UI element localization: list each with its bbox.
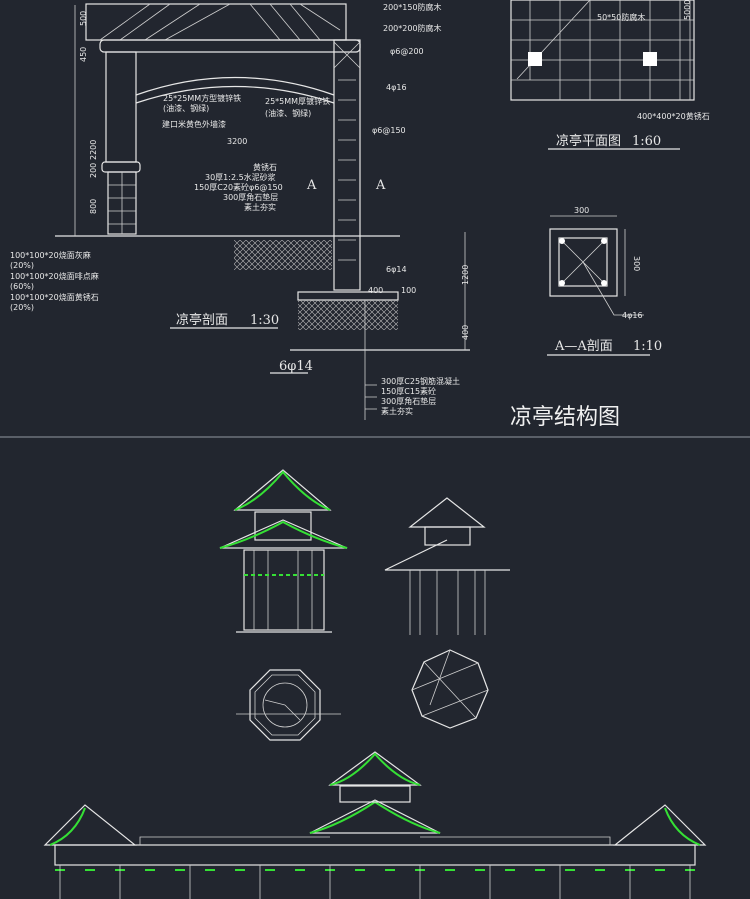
dim-footing-400: 400 bbox=[368, 286, 383, 295]
dim-aa-width: 300 bbox=[574, 206, 589, 215]
octagon-plan-right bbox=[411, 649, 489, 729]
label-floor-1: 黄锈石 bbox=[253, 162, 277, 172]
label-square-iron-note: (油漆、钢绿) bbox=[163, 103, 209, 113]
corridor-elevation bbox=[43, 751, 707, 899]
section-title: 凉亭剖面 bbox=[176, 312, 228, 328]
sheet-title: 凉亭结构图 bbox=[510, 405, 620, 430]
label-found-2: 150厚C15素砼 bbox=[381, 386, 436, 396]
label-floor-3: 150厚C20素砼φ6@150 bbox=[194, 182, 283, 192]
label-paving-1-pct: (20%) bbox=[10, 261, 34, 270]
label-paving-3: 100*100*20烧面黄锈石 bbox=[10, 292, 99, 302]
height-dimensions: 500 450 2200 200 800 1200 400 bbox=[79, 11, 470, 340]
label-footing-rebar-top: 6φ14 bbox=[386, 265, 407, 274]
label-rebar-4-16: 4φ16 bbox=[386, 83, 407, 92]
label-paving-2-pct: (60%) bbox=[10, 282, 34, 291]
label-square-iron: 25*25MM方型镀锌铁 bbox=[163, 93, 241, 103]
label-timber-50x50: 50*50防腐木 bbox=[597, 12, 645, 22]
aa-title: A—A剖面 bbox=[554, 339, 613, 354]
label-paving-2: 100*100*20烧面啡点麻 bbox=[10, 271, 99, 281]
section-scale: 1:30 bbox=[250, 313, 279, 328]
pavilion-elevation-outline bbox=[384, 497, 510, 635]
dim-2200: 2200 bbox=[89, 140, 98, 160]
aa-scale: 1:10 bbox=[633, 339, 662, 354]
label-timber-200x150: 200*150防腐木 bbox=[383, 2, 442, 12]
cut-mark-left: A bbox=[306, 178, 317, 193]
plan-scale: 1:60 bbox=[632, 134, 661, 149]
label-floor-2: 30厚1:2.5水泥砂浆 bbox=[205, 172, 276, 182]
dim-800: 800 bbox=[89, 199, 98, 214]
label-paving-1: 100*100*20烧面灰麻 bbox=[10, 250, 91, 260]
label-flat-iron-note: (油漆、钢绿) bbox=[265, 108, 311, 118]
pavilion-elevation-colored bbox=[219, 469, 348, 633]
label-found-1: 300厚C25钢筋混凝土 bbox=[381, 376, 460, 386]
dim-450: 450 bbox=[79, 47, 88, 62]
label-timber-200x200: 200*200防腐木 bbox=[383, 23, 442, 33]
dim-500: 500 bbox=[79, 11, 88, 26]
cut-mark-right: A bbox=[375, 178, 386, 193]
label-stone-400: 400*400*20黄锈石 bbox=[637, 111, 710, 121]
label-rebar-6-200: φ6@200 bbox=[390, 47, 424, 56]
dim-200: 200 bbox=[89, 163, 98, 178]
plan-view-drawing bbox=[510, 0, 695, 101]
dim-5000: 5000 bbox=[683, 0, 692, 20]
label-rebar-6-150: φ6@150 bbox=[372, 126, 406, 135]
label-found-3: 300厚角石垫层 bbox=[381, 396, 436, 406]
label-aa-rebar: 4φ16 bbox=[622, 311, 643, 320]
dim-footing-100: 100 bbox=[401, 286, 416, 295]
label-wall-paint: 建口米黄色外墙漆 bbox=[162, 119, 226, 129]
dim-span: 3200 bbox=[227, 137, 247, 146]
dim-aa-height: 300 bbox=[632, 256, 641, 271]
label-floor-5: 素土夯实 bbox=[244, 202, 276, 212]
label-floor-4: 300厚角石垫层 bbox=[223, 192, 278, 202]
aa-section-drawing bbox=[549, 215, 644, 316]
dim-1200: 1200 bbox=[461, 265, 470, 285]
label-paving-3-pct: (20%) bbox=[10, 303, 34, 312]
octagon-plan-left bbox=[236, 669, 341, 741]
label-footing-rebar-bottom: 6φ14 bbox=[279, 359, 313, 374]
dim-400: 400 bbox=[461, 325, 470, 340]
pavilion-section-drawing bbox=[55, 3, 470, 420]
label-flat-iron: 25*5MM厚镀锌铁 bbox=[265, 96, 330, 106]
plan-title: 凉亭平面图 bbox=[556, 133, 621, 149]
label-found-4: 素土夯实 bbox=[381, 406, 413, 416]
